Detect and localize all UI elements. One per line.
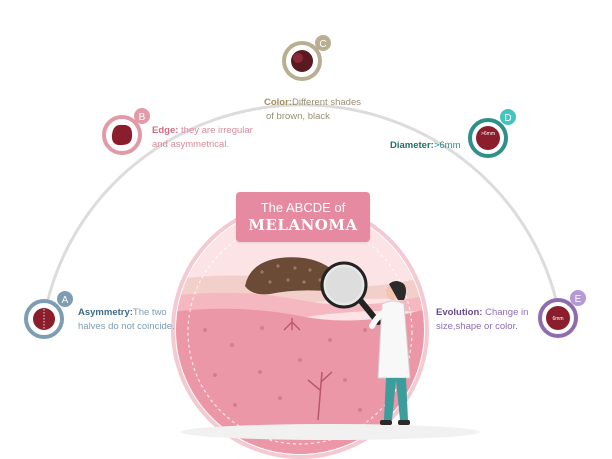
- text-asymmetry-1: The two: [132, 307, 167, 318]
- heading-asymmetry: Asymmetry:: [78, 307, 133, 318]
- letter-c: C: [319, 39, 326, 50]
- badge-e-text: 6mm: [552, 316, 563, 322]
- doctor-figure: [369, 281, 411, 425]
- text-diameter: >6mm: [433, 140, 461, 151]
- badge-d-text: >6mm: [481, 131, 495, 137]
- letter-d: D: [504, 113, 511, 124]
- letter-a: A: [62, 295, 69, 306]
- ground-shadow: [180, 424, 480, 440]
- label-edge: Edge: they are irregular and asymmetrica…: [152, 124, 253, 152]
- badge-edge: B: [102, 108, 150, 155]
- text-edge-2: and asymmetrical.: [152, 139, 230, 150]
- title-line-2: MELANOMA: [248, 216, 358, 234]
- heading-diameter: Diameter:: [390, 140, 434, 151]
- title-line-1: The ABCDE of: [260, 200, 346, 215]
- criteria-arc: [42, 103, 562, 319]
- text-edge-1: they are irregular: [181, 125, 253, 136]
- letter-b: B: [139, 112, 146, 123]
- label-asymmetry: Asymmetry:The two halves do not coincide…: [78, 306, 175, 334]
- magnifier-icon: [320, 261, 381, 325]
- heading-color: Color:: [264, 97, 292, 108]
- badge-evolution: 6mm E: [538, 290, 586, 338]
- heading-evolution: Evolution:: [436, 307, 483, 318]
- badge-color: C: [282, 35, 331, 81]
- text-asymmetry-2: halves do not coincide.: [78, 321, 175, 332]
- letter-e: E: [575, 294, 582, 305]
- heading-edge: Edge:: [152, 125, 179, 136]
- text-evolution-1: Change in: [485, 307, 529, 318]
- badge-asymmetry: A: [24, 291, 73, 339]
- label-diameter: Diameter:>6mm: [390, 139, 461, 153]
- text-evolution-2: size,shape or color.: [436, 321, 518, 332]
- label-evolution: Evolution: Change in size,shape or color…: [436, 306, 528, 334]
- text-color-2: of brown, black: [266, 111, 330, 122]
- title-banner: The ABCDE of MELANOMA: [236, 192, 370, 242]
- badge-diameter: >6mm D: [468, 109, 516, 158]
- text-color-1: Different shades: [291, 97, 361, 108]
- label-color: Color:Different shades of brown, black: [264, 96, 361, 124]
- skin-cross-section: [171, 201, 429, 459]
